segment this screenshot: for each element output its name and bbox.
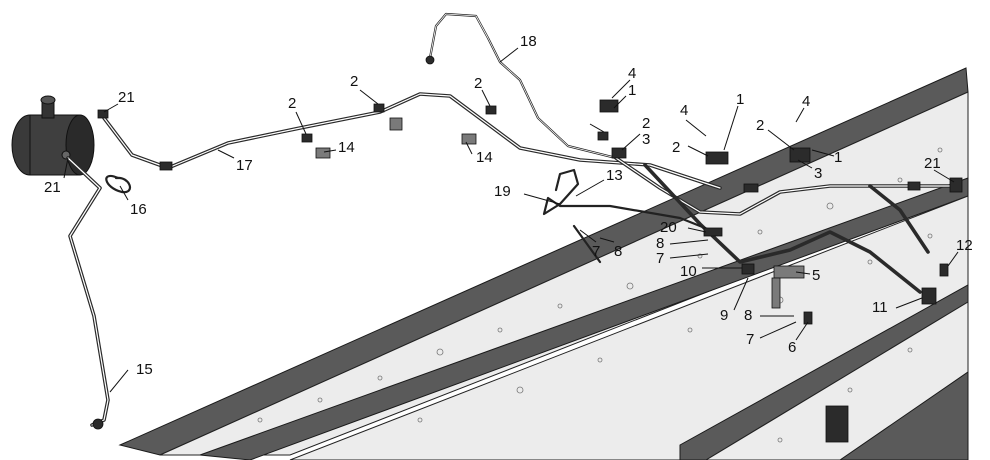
callout-18: 18	[520, 33, 537, 50]
callout-2-a: 2	[288, 95, 296, 112]
callout-labels: 21 21 21 16 17 15 2 2 2 2 2 2 14 14 18 4…	[44, 33, 973, 378]
rivet-holes	[257, 147, 943, 443]
pipe-16	[105, 175, 132, 194]
callout-14-b: 14	[476, 149, 493, 166]
callout-20: 20	[660, 219, 677, 236]
callout-11: 11	[872, 299, 888, 316]
callout-3-a: 3	[642, 131, 650, 148]
callout-7-b: 7	[656, 250, 664, 267]
callout-19: 19	[494, 183, 511, 200]
callout-21-receiver: 21	[44, 179, 61, 196]
callout-21-receiver-top: 21	[118, 89, 135, 106]
callout-4-c: 4	[802, 93, 810, 110]
crossmember	[839, 371, 969, 460]
callout-3-b: 3	[814, 165, 822, 182]
pipe-19	[542, 168, 722, 236]
callout-8-c: 8	[744, 307, 752, 324]
callout-21-right: 21	[924, 155, 941, 172]
callout-1-a: 1	[628, 82, 636, 99]
callout-1-c: 1	[834, 149, 842, 166]
callout-9: 9	[720, 307, 728, 324]
callout-17: 17	[236, 157, 253, 174]
callout-15: 15	[136, 361, 153, 378]
callout-2-e: 2	[672, 139, 680, 156]
crossmember-bracket	[825, 405, 849, 443]
leader-lines	[63, 47, 959, 393]
callout-2-f: 2	[756, 117, 764, 134]
callout-8-b: 8	[656, 235, 664, 252]
callout-2-d: 2	[642, 115, 650, 132]
callout-7-a: 7	[592, 243, 600, 260]
callout-16: 16	[130, 201, 147, 218]
callout-12: 12	[956, 237, 973, 254]
callout-6: 6	[788, 339, 796, 356]
callout-4-b: 4	[680, 102, 688, 119]
callout-1-b: 1	[736, 91, 744, 108]
pipe-right-branch	[868, 184, 930, 254]
callout-10: 10	[680, 263, 697, 280]
callout-14-a: 14	[338, 139, 355, 156]
pipe-15	[66, 156, 110, 427]
callout-5: 5	[812, 267, 820, 284]
callout-2-b: 2	[350, 73, 358, 90]
air-receiver	[11, 95, 95, 176]
pipe-7-8	[572, 224, 602, 264]
callout-8-a: 8	[614, 243, 622, 260]
callout-13: 13	[606, 167, 623, 184]
callout-4-a: 4	[628, 65, 636, 82]
pipe-17	[102, 92, 722, 190]
callout-7-c: 7	[746, 331, 754, 348]
callout-2-c: 2	[474, 75, 482, 92]
pipe-to-11	[643, 163, 922, 294]
frame-rails	[118, 67, 969, 460]
parts	[92, 55, 963, 430]
